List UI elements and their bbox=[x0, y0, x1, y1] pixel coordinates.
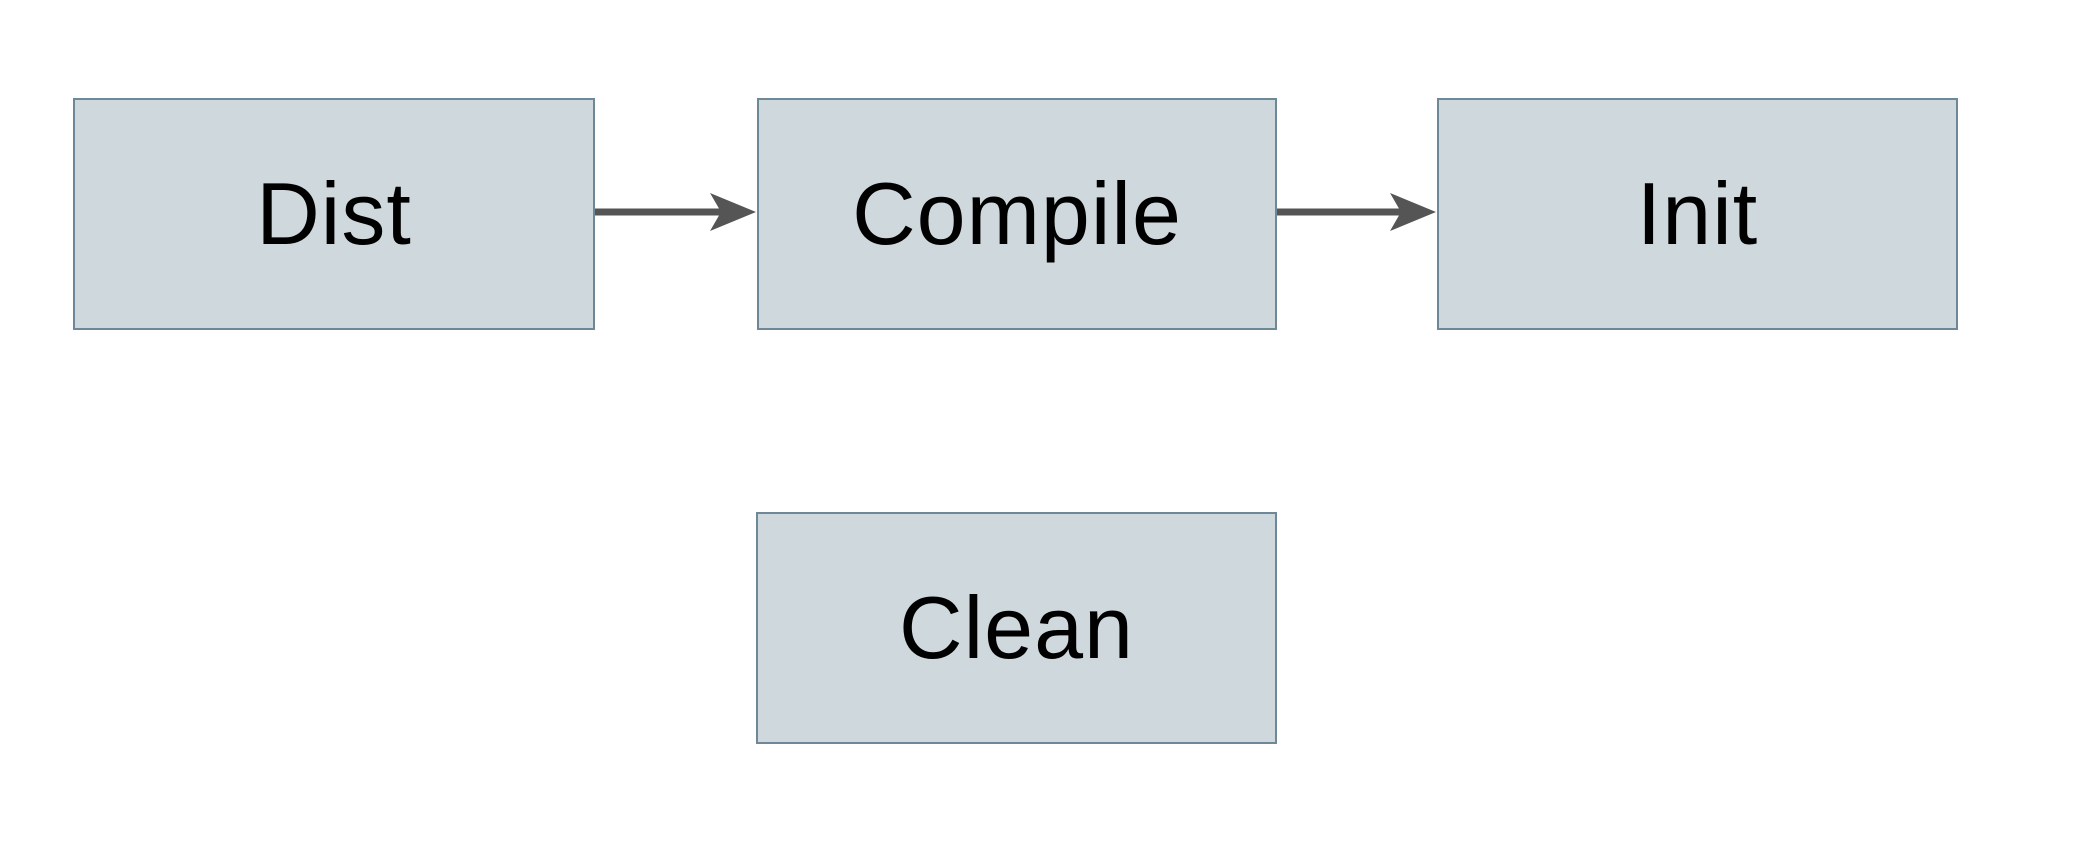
arrow-dist-to-compile bbox=[595, 193, 756, 231]
node-clean-label: Clean bbox=[899, 578, 1134, 677]
node-compile: Compile bbox=[757, 98, 1277, 330]
node-init: Init bbox=[1437, 98, 1958, 330]
node-dist-label: Dist bbox=[256, 164, 412, 263]
node-dist: Dist bbox=[73, 98, 595, 330]
node-compile-label: Compile bbox=[852, 164, 1182, 263]
node-init-label: Init bbox=[1636, 164, 1759, 263]
arrowhead-icon bbox=[710, 193, 756, 231]
node-clean: Clean bbox=[756, 512, 1277, 744]
arrowhead-icon bbox=[1390, 193, 1436, 231]
arrow-compile-to-init bbox=[1277, 193, 1436, 231]
